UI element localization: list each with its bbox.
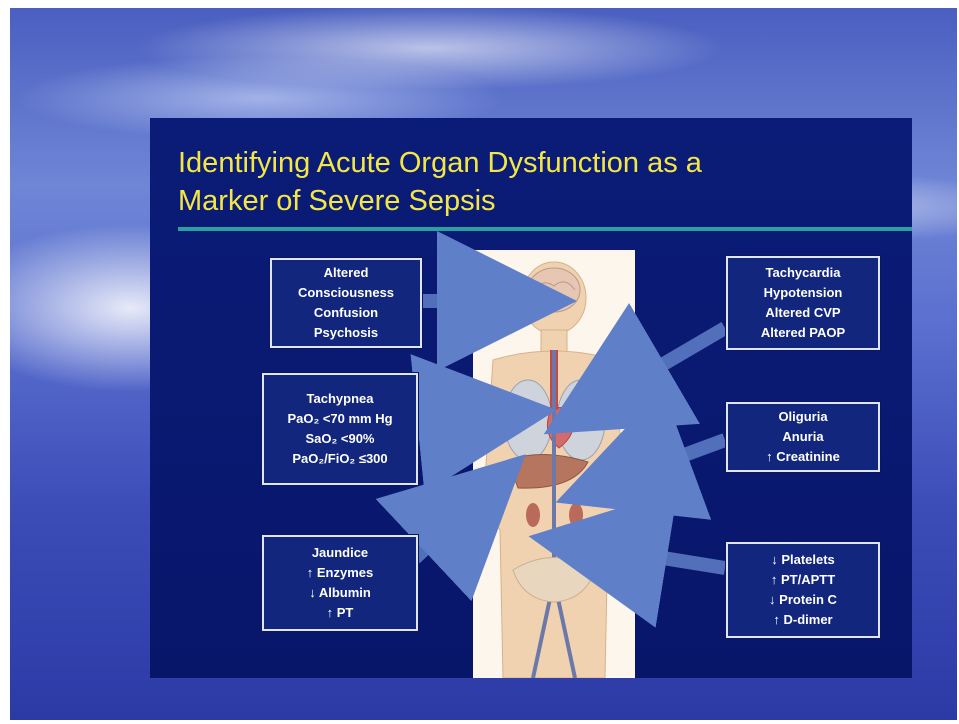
resp-line: PaO₂/FiO₂ ≤300 <box>264 449 416 469</box>
neuro-line: Psychosis <box>272 323 420 343</box>
liver-line: ↑ PT <box>264 603 416 623</box>
title-divider <box>178 227 912 231</box>
neuro-line: Consciousness <box>272 283 420 303</box>
cardio-line: Altered CVP <box>728 303 878 323</box>
neuro-line: Confusion <box>272 303 420 323</box>
cardio-line: Hypotension <box>728 283 878 303</box>
cardiovascular-dysfunction-box: Tachycardia Hypotension Altered CVP Alte… <box>726 256 880 350</box>
cardio-line: Tachycardia <box>728 263 878 283</box>
resp-line: Tachypnea <box>264 389 416 409</box>
anatomy-illustration <box>473 250 635 678</box>
renal-line: ↑ Creatinine <box>728 447 878 467</box>
renal-line: Anuria <box>728 427 878 447</box>
hepatic-dysfunction-box: Jaundice ↑ Enzymes ↓ Albumin ↑ PT <box>262 535 418 631</box>
cardio-line: Altered PAOP <box>728 323 878 343</box>
neuro-line: Altered <box>272 263 420 283</box>
liver-line: ↓ Albumin <box>264 583 416 603</box>
heme-line: ↑ PT/APTT <box>728 570 878 590</box>
slide-title-line-1: Identifying Acute Organ Dysfunction as a <box>178 144 878 182</box>
slide-title-line-2: Marker of Severe Sepsis <box>178 182 878 220</box>
heme-line: ↓ Platelets <box>728 550 878 570</box>
hematologic-dysfunction-box: ↓ Platelets ↑ PT/APTT ↓ Protein C ↑ D-di… <box>726 542 880 638</box>
resp-line: PaO₂ <70 mm Hg <box>264 409 416 429</box>
resp-line: SaO₂ <90% <box>264 429 416 449</box>
heme-line: ↑ D-dimer <box>728 610 878 630</box>
liver-line: ↑ Enzymes <box>264 563 416 583</box>
liver-line: Jaundice <box>264 543 416 563</box>
renal-dysfunction-box: Oliguria Anuria ↑ Creatinine <box>726 402 880 472</box>
respiratory-dysfunction-box: Tachypnea PaO₂ <70 mm Hg SaO₂ <90% PaO₂/… <box>262 373 418 485</box>
slide: Identifying Acute Organ Dysfunction as a… <box>150 118 912 678</box>
human-anatomy-figure <box>473 250 635 678</box>
heme-line: ↓ Protein C <box>728 590 878 610</box>
neuro-dysfunction-box: Altered Consciousness Confusion Psychosi… <box>270 258 422 348</box>
renal-line: Oliguria <box>728 407 878 427</box>
